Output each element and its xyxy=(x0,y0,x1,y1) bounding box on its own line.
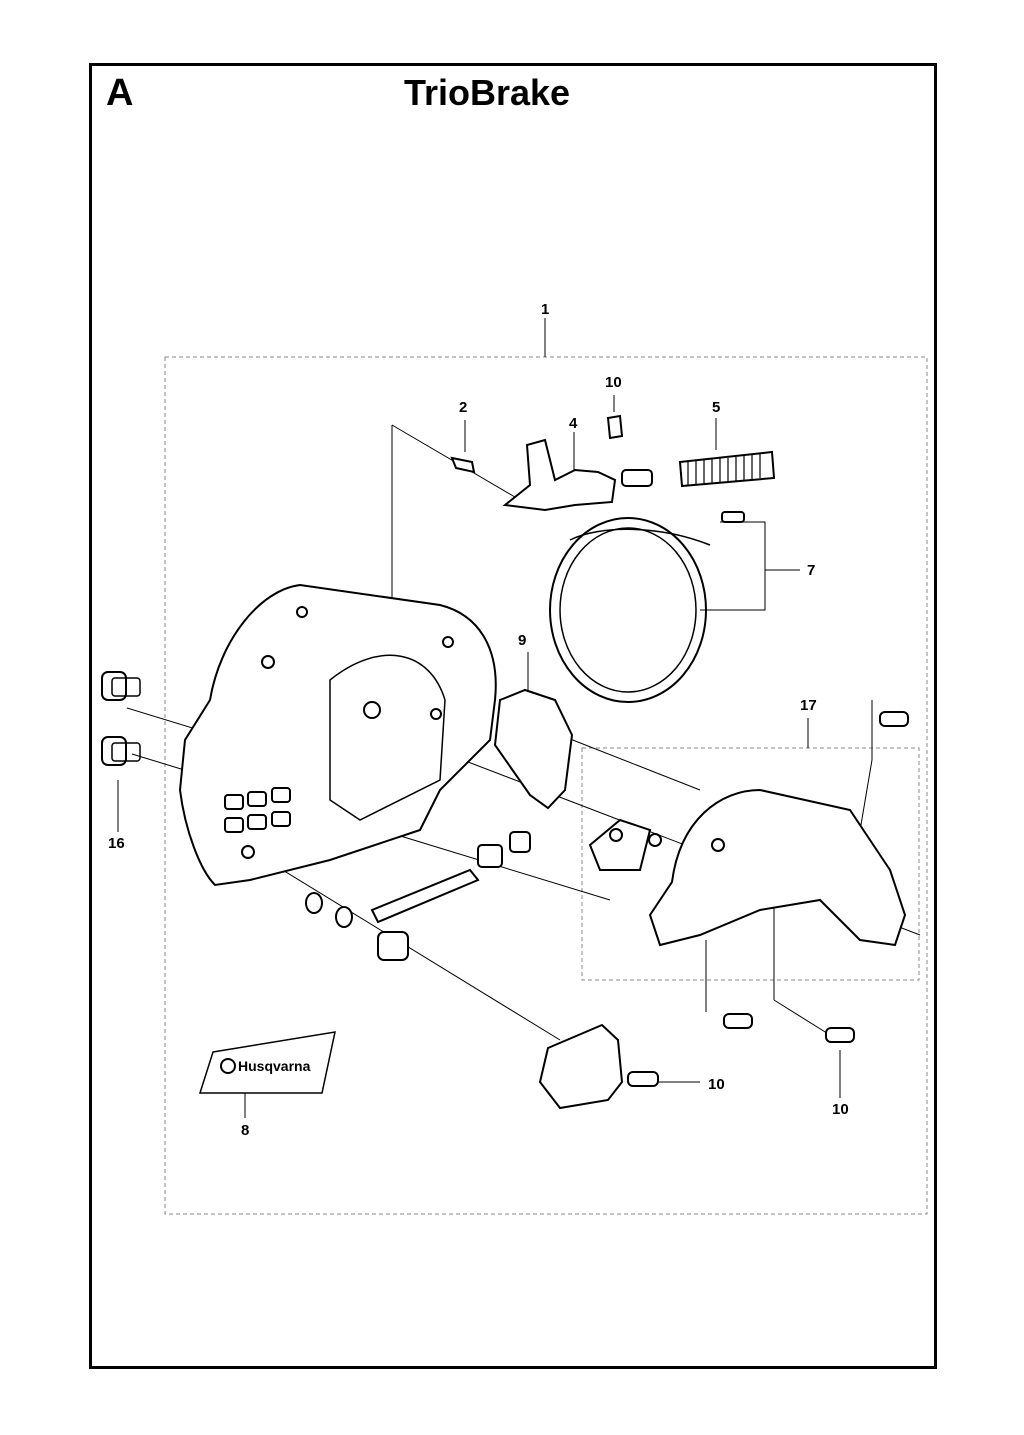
callout-2: 2 xyxy=(459,399,468,416)
decal-text: Husqvarna xyxy=(238,1058,311,1074)
screws xyxy=(627,711,909,1087)
chain-brake-assembly xyxy=(588,788,907,947)
brake-small-parts xyxy=(450,414,776,512)
plug-parts xyxy=(101,671,141,766)
callout-17: 17 xyxy=(800,697,817,714)
brand-logo-icon xyxy=(220,1058,236,1074)
tensioner-parts xyxy=(305,831,531,961)
callout-5: 5 xyxy=(712,399,721,416)
callout-10-top: 10 xyxy=(605,374,622,391)
clutch-cover-housing xyxy=(178,583,497,887)
cover-piece xyxy=(538,1023,624,1110)
brake-lever-part xyxy=(493,688,574,810)
callout-4: 4 xyxy=(569,415,578,432)
assembly-1-outline xyxy=(164,356,928,1215)
decal-shape xyxy=(198,1031,336,1094)
callout-10-bottom-left: 10 xyxy=(708,1076,725,1093)
page-title: TrioBrake xyxy=(404,72,571,113)
section-letter: A xyxy=(106,72,134,114)
callout-8: 8 xyxy=(241,1122,250,1139)
callout-9: 9 xyxy=(518,632,527,649)
callout-16: 16 xyxy=(108,835,125,852)
assembly-17-outline xyxy=(581,747,920,981)
callout-10-bottom-right: 10 xyxy=(832,1101,849,1118)
callout-1: 1 xyxy=(541,301,550,318)
brake-band xyxy=(549,511,745,703)
page-frame xyxy=(89,63,937,1369)
callout-7: 7 xyxy=(807,562,816,579)
